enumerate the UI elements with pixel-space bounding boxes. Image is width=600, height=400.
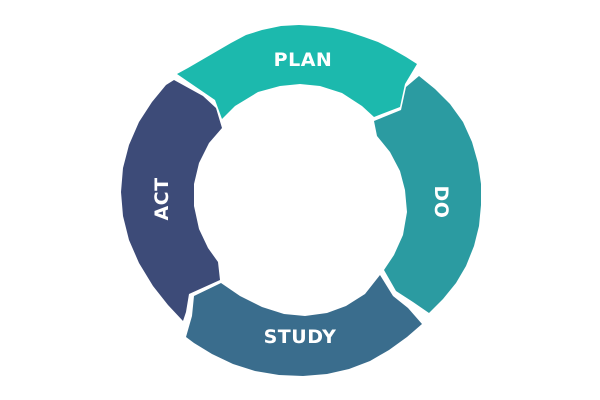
segment-act-label: ACT [151,177,173,220]
segment-study-shape [186,275,422,376]
segment-do-shape [374,76,481,313]
segment-study-label: STUDY [264,326,337,348]
segment-plan-shape [177,25,417,119]
segment-act: ACT [121,80,222,321]
segment-study: STUDY [186,275,422,376]
segment-plan-label: PLAN [274,49,333,71]
segment-do-label: DO [430,186,452,219]
segment-do: DO [374,76,481,313]
segment-plan: PLAN [177,25,417,119]
segment-act-shape [121,80,222,321]
